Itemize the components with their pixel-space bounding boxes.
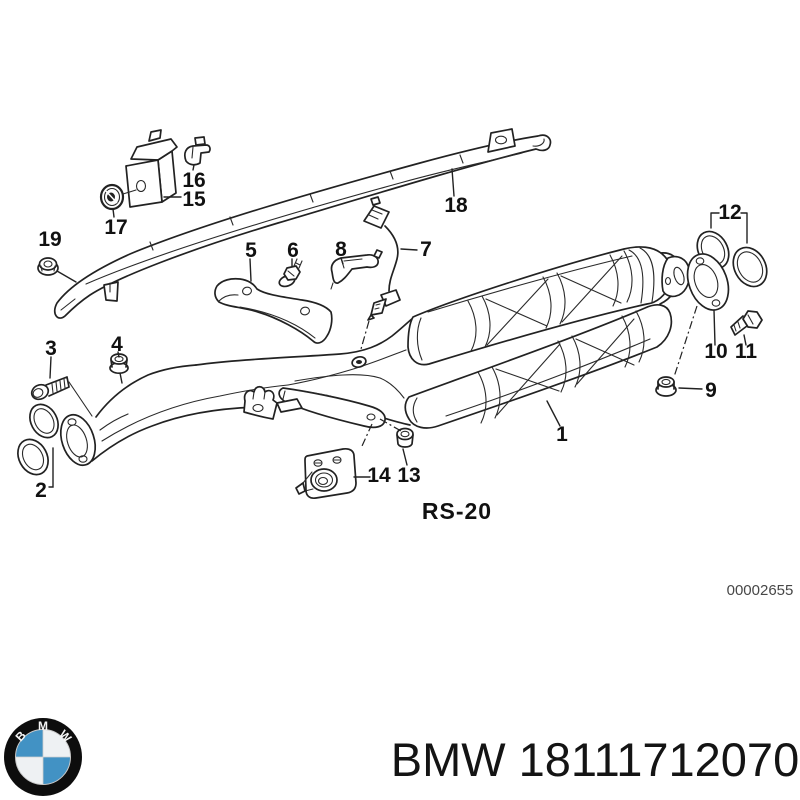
part-labels: 1 2 3 4 5 6 7 8 9 10 11 12 13 14 15 16 1… <box>35 169 757 502</box>
clamp-8 <box>330 249 383 290</box>
part-label-11: 11 <box>735 340 758 363</box>
converter-upper-body <box>407 246 673 366</box>
part-label-6: 6 <box>287 239 299 262</box>
rail-mount-tab <box>487 128 516 153</box>
nut-13 <box>396 427 414 448</box>
part-label-15: 15 <box>182 188 206 211</box>
bolt-3 <box>30 376 93 417</box>
pipe-fork-clamp <box>243 385 278 420</box>
front-flange <box>59 413 97 467</box>
support-arm <box>243 385 386 429</box>
oxygen-sensor <box>351 196 401 369</box>
gasket-rings-2 <box>17 403 59 476</box>
part-label-16: 16 <box>182 169 205 192</box>
part-label-3: 3 <box>45 337 57 360</box>
nut-9 <box>655 376 677 397</box>
part-label-12: 12 <box>718 201 741 224</box>
part-label-8: 8 <box>335 238 347 261</box>
part-label-19: 19 <box>38 228 61 251</box>
part-label-18: 18 <box>444 194 468 217</box>
clamp-link <box>276 398 303 413</box>
part-label-7: 7 <box>420 238 432 261</box>
part-label-2: 2 <box>35 479 47 502</box>
bracket-5 <box>214 277 333 344</box>
exhaust-flange-10 <box>686 253 730 311</box>
part-label-13: 13 <box>397 464 420 487</box>
bolt-6 <box>278 258 303 288</box>
rubber-mount <box>295 447 357 500</box>
converter-outlet-stub <box>661 255 691 298</box>
part-label-14: 14 <box>367 464 391 487</box>
heat-shield-rail <box>53 128 552 319</box>
nut-19 <box>37 257 59 276</box>
assembly-code-label: RS-20 <box>422 498 492 524</box>
bmw-logo: B M W <box>4 718 82 796</box>
catalytic-converter <box>404 246 691 429</box>
leader-lines <box>48 164 748 488</box>
part-label-17: 17 <box>104 216 127 239</box>
rail-end-tab <box>103 281 119 302</box>
sensor-cable <box>384 225 399 292</box>
grommet-17 <box>99 183 125 211</box>
part-label-1: 1 <box>556 423 568 446</box>
bracket-15 <box>122 129 178 208</box>
part-label-9: 9 <box>705 379 717 402</box>
bmw-logo-letter-m: M <box>38 719 48 733</box>
part-label-5: 5 <box>245 239 257 262</box>
bolt-11 <box>730 310 763 336</box>
converter-lower-body <box>404 303 673 429</box>
gasket-rings-12 <box>696 230 768 288</box>
sensor-connector <box>363 205 390 229</box>
catalog-number: 00002655 <box>727 582 794 599</box>
clip-16 <box>183 136 211 166</box>
part-label-4: 4 <box>111 333 123 356</box>
part-label-10: 10 <box>704 340 727 363</box>
